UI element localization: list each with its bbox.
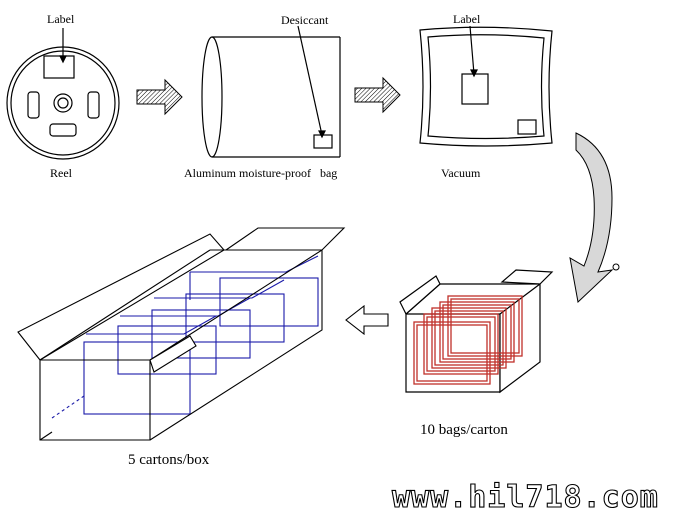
aluminum-bag-illustration (201, 25, 341, 158)
desiccant-pack (313, 134, 333, 149)
reel-caption: Reel (50, 166, 72, 180)
vacuum-label-box (461, 73, 489, 105)
carton-caption: 10 bags/carton (420, 422, 508, 438)
box-caption: 5 cartons/box (128, 452, 210, 468)
reel-label-box (43, 55, 75, 79)
watermark: www.hil718.com (391, 479, 659, 515)
vacuum-label-text: Label (453, 12, 481, 26)
vacuum-desiccant (517, 119, 537, 135)
flow-arrow-1 (136, 78, 183, 116)
reel-label-text: Label (47, 12, 75, 26)
vacuum-caption: Vacuum (441, 166, 481, 180)
vacuum-bag-illustration (419, 25, 553, 147)
reel-illustration (6, 28, 120, 160)
flow-arrow-2 (354, 76, 401, 114)
desiccant-caption: Desiccant (281, 13, 329, 27)
flow-arrow-left (345, 304, 389, 336)
bag-caption: Aluminum moisture-proof bag (184, 166, 338, 180)
carton-bags (413, 295, 523, 385)
curved-arrow (569, 132, 620, 303)
box-illustration (17, 227, 346, 441)
carton-illustration (399, 269, 554, 394)
